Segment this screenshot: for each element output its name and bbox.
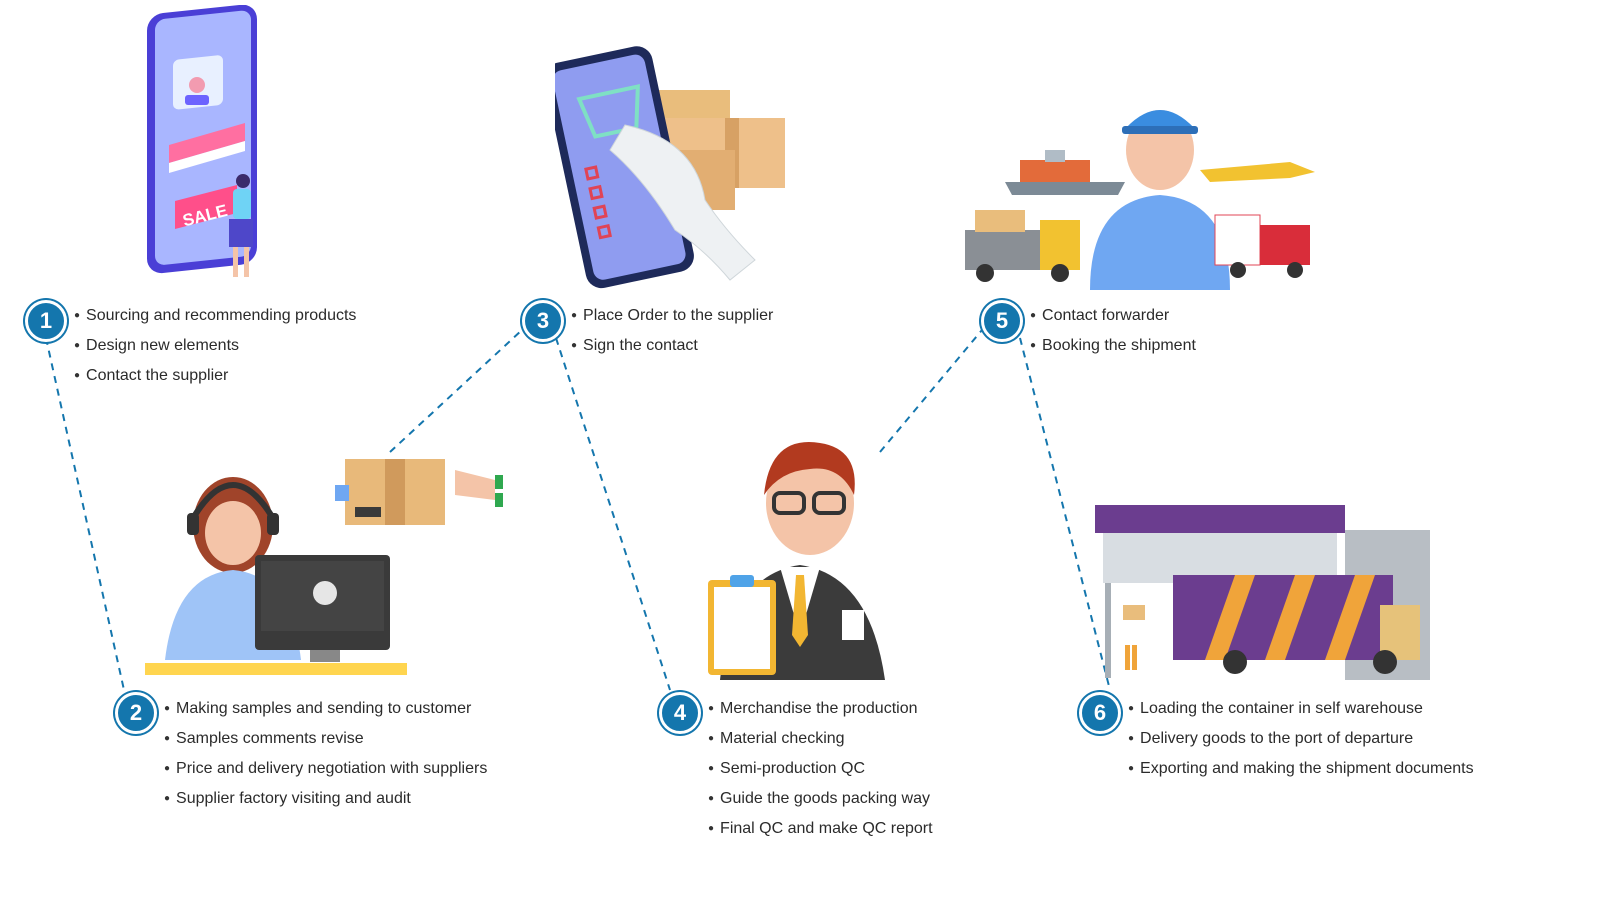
step-2-badge: 2 [115, 692, 157, 734]
phone-order-receipt-icon [555, 46, 785, 289]
call-center-agent-icon [145, 459, 503, 675]
inspector-clipboard-icon [708, 442, 885, 680]
bullet-item: Sourcing and recommending products [74, 301, 356, 331]
bullet-item: Contact the supplier [74, 361, 356, 391]
bullet-item: Exporting and making the shipment docume… [1128, 754, 1474, 784]
bullet-item: Samples comments revise [164, 724, 487, 754]
logistics-forwarder-icon [965, 110, 1315, 290]
bullet-item: Sign the contact [571, 331, 773, 361]
step-6-bullets: Loading the container in self warehouse … [1128, 694, 1474, 784]
step-4-badge: 4 [659, 692, 701, 734]
connector-3-4 [555, 337, 671, 691]
bullet-item: Making samples and sending to customer [164, 694, 487, 724]
bullet-item: Booking the shipment [1030, 331, 1196, 361]
bullet-item: Place Order to the supplier [571, 301, 773, 331]
bullet-item: Price and delivery negotiation with supp… [164, 754, 487, 784]
bullet-item: Design new elements [74, 331, 356, 361]
step-4-bullets: Merchandise the production Material chec… [708, 694, 933, 844]
step-5-badge: 5 [981, 300, 1023, 342]
bullet-item: Final QC and make QC report [708, 814, 933, 844]
step-1-bullets: Sourcing and recommending products Desig… [74, 301, 356, 391]
bullet-item: Loading the container in self warehouse [1128, 694, 1474, 724]
bullet-item: Supplier factory visiting and audit [164, 784, 487, 814]
step-6-badge: 6 [1079, 692, 1121, 734]
step-2-bullets: Making samples and sending to customer S… [164, 694, 487, 814]
bullet-item: Guide the goods packing way [708, 784, 933, 814]
step-1-badge: 1 [25, 300, 67, 342]
step-5-bullets: Contact forwarder Booking the shipment [1030, 301, 1196, 361]
bullet-item: Semi-production QC [708, 754, 933, 784]
connector-4-5 [879, 329, 983, 453]
step-3-badge: 3 [522, 300, 564, 342]
phone-shop-sale-icon: SALE [147, 5, 257, 277]
connector-5-6 [1019, 337, 1111, 691]
connector-2-3 [389, 329, 523, 453]
bullet-item: Merchandise the production [708, 694, 933, 724]
bullet-item: Delivery goods to the port of departure [1128, 724, 1474, 754]
step-3-bullets: Place Order to the supplier Sign the con… [571, 301, 773, 361]
connector-1-2 [45, 337, 125, 691]
bullet-item: Material checking [708, 724, 933, 754]
bullet-item: Contact forwarder [1030, 301, 1196, 331]
warehouse-truck-loading-icon [1095, 505, 1430, 680]
